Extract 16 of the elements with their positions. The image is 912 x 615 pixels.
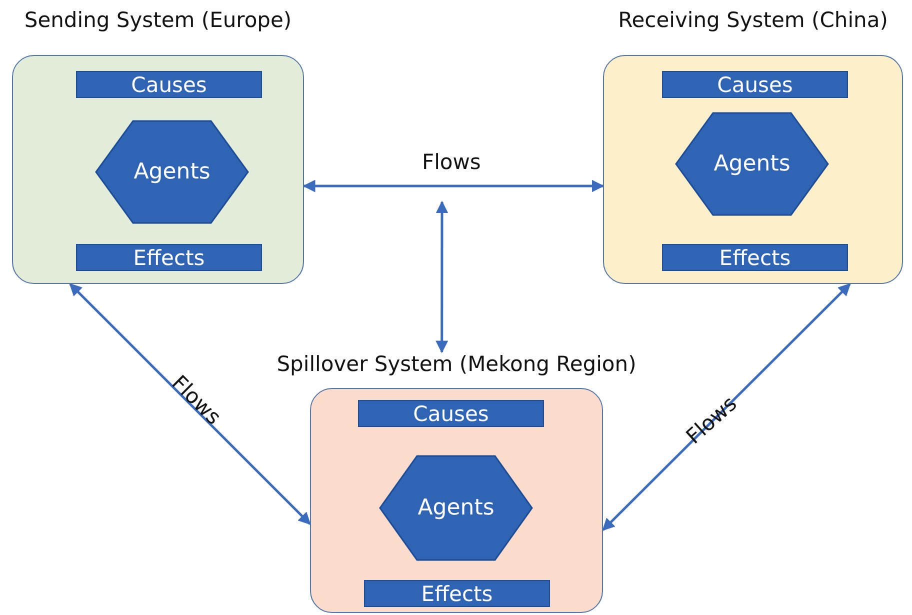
label-bar: Effects xyxy=(364,580,550,607)
system-title: Receiving System (China) xyxy=(617,8,889,32)
label-bar: Causes xyxy=(358,400,544,427)
double-arrow xyxy=(436,200,448,354)
system-title: Sending System (Europe) xyxy=(23,8,293,32)
double-arrow xyxy=(69,283,311,525)
label-bar: Effects xyxy=(76,244,262,271)
label-bar: Causes xyxy=(76,71,262,98)
system-title: Spillover System (Mekong Region) xyxy=(276,352,638,376)
label-bar: Causes xyxy=(662,71,848,98)
label-bar: Effects xyxy=(662,244,848,271)
agents-hexagon: Agents xyxy=(379,455,533,561)
double-arrow xyxy=(602,283,851,531)
agents-hexagon: Agents xyxy=(95,120,249,224)
double-arrow xyxy=(302,180,604,192)
agents-hexagon: Agents xyxy=(675,112,829,216)
